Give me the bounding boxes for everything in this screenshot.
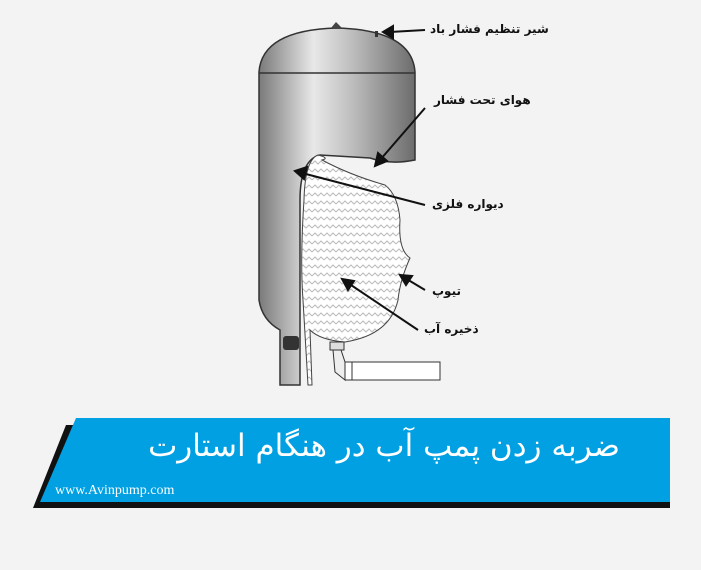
water-bladder — [301, 154, 411, 386]
arrows — [293, 24, 426, 331]
label-tube: تیوپ — [432, 284, 461, 298]
label-wall: دیواره فلزی — [432, 197, 504, 211]
website-link[interactable]: www.Avinpump.com — [55, 483, 175, 498]
label-valve: شیر تنظیم فشار باد — [430, 22, 549, 36]
banner — [40, 418, 670, 502]
label-air: هوای تحت فشار — [434, 93, 531, 107]
tank-shell — [258, 22, 416, 386]
label-water: ذخیره آب — [424, 322, 479, 336]
outlet-pipe — [329, 341, 441, 382]
banner-title: ضربه زدن پمپ آب در هنگام استارت — [148, 428, 620, 464]
